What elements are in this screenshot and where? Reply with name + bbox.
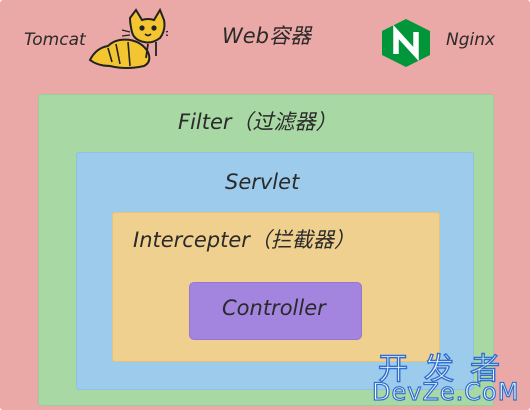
tomcat-label: Tomcat <box>24 30 86 50</box>
nginx-n-icon <box>382 19 430 67</box>
controller-label: Controller <box>222 296 326 320</box>
tomcat-cat-icon <box>88 8 168 69</box>
filter-label: Filter（过滤器） <box>178 110 337 134</box>
controller-box <box>189 282 362 340</box>
web-container-title: Web容器 <box>222 24 312 48</box>
watermark-line1: 开发者 <box>377 351 516 387</box>
nginx-label: Nginx <box>446 30 496 50</box>
watermark: 开发者 DevZe.CoM <box>371 344 528 408</box>
interceptor-label: Intercepter（拦截器） <box>133 228 355 252</box>
servlet-label: Servlet <box>225 170 300 194</box>
watermark-line2: DevZe.CoM <box>371 377 520 406</box>
